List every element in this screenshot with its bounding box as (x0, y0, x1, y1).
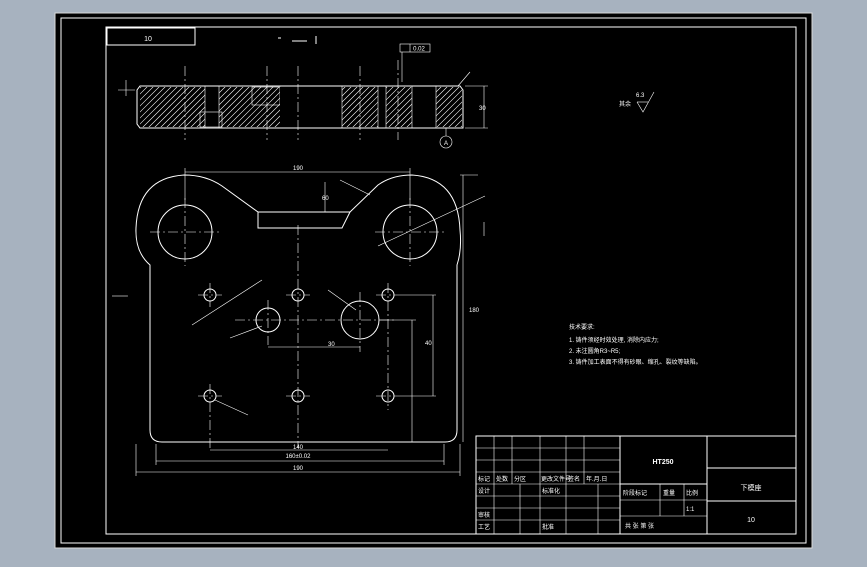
inner-border (105, 26, 797, 535)
hatch-line (340, 87, 382, 127)
flatness-callout: 0.02 (413, 47, 425, 53)
hatch-line (142, 87, 184, 127)
tb-h5: 签名 (568, 475, 580, 483)
section-view: 0.02 30 A (118, 43, 488, 149)
tb-h6: 年.月.日 (586, 475, 607, 483)
dim-bottom: 190 (293, 466, 304, 472)
tb-h4: 更改文件号 (541, 475, 571, 483)
revision-grid (476, 436, 620, 534)
hatch-line (436, 101, 462, 127)
section-mark: A (444, 141, 448, 147)
hatch-line (220, 87, 262, 127)
dim-offset: 30 (328, 342, 335, 348)
hatch-line (214, 87, 256, 127)
dim-height: 180 (469, 308, 480, 314)
technical-requirements: 技术要求: 1. 铸件须经时效处理, 消除内应力; 2. 未注圆角R3~R5; … (569, 323, 702, 366)
tb-review: 审核 (478, 511, 490, 519)
title-block: 标记 处数 分区 更改文件号 签名 年.月.日 设计 标准化 审核 工艺 批准 … (475, 435, 797, 535)
hatch-line (140, 87, 178, 125)
tb-h2: 处数 (496, 475, 508, 483)
sheet-number-box: 10 (106, 27, 196, 46)
hatch-line (140, 87, 154, 101)
tech-req-item-1: 1. 铸件须经时效处理, 消除内应力; (569, 336, 659, 344)
hatch-line (442, 107, 462, 127)
hatch-line (448, 113, 462, 127)
tb-h3: 分区 (514, 475, 526, 483)
plan-view: 190 60 180 40 30 140 160±0.02 190 (112, 166, 486, 476)
hatch-line (140, 87, 148, 95)
tb-process: 工艺 (478, 523, 490, 531)
hatch-line (352, 87, 394, 127)
thickness-dim: 30 (479, 106, 486, 112)
hatch-line (226, 87, 268, 127)
tech-req-item-3: 3. 铸件加工表面不得有砂眼、缩孔、裂纹等缺陷。 (569, 358, 702, 366)
dim-inner: 160±0.02 (286, 454, 312, 460)
tb-designer: 设计 (478, 487, 490, 495)
hatch-line (154, 87, 196, 127)
outer-border (60, 17, 807, 544)
section-marker-top (278, 36, 317, 44)
tb-scale: 1:1 (686, 507, 695, 513)
hatch-line (238, 87, 280, 127)
roughness-label: 其余 (619, 100, 631, 108)
tech-req-item-2: 2. 未注圆角R3~R5; (569, 347, 621, 355)
dim-top: 190 (293, 166, 304, 172)
material-label: HT250 (652, 459, 673, 466)
tb-stage: 阶段标记 (623, 489, 647, 497)
dim-base: 140 (293, 445, 304, 451)
base-outline (135, 174, 462, 443)
tb-sheets: 共 张 第 张 (625, 522, 654, 530)
tech-req-title: 技术要求: (569, 323, 595, 331)
tb-weight: 重量 (663, 489, 675, 497)
roughness-symbol: 其余 6.3 (619, 91, 655, 113)
dim-gap: 40 (425, 341, 432, 347)
tb-scale-label: 比例 (686, 489, 698, 497)
hatch-line (148, 87, 190, 127)
hatch-line (160, 87, 202, 127)
hatch-line (430, 95, 462, 127)
hatch-line (140, 87, 160, 107)
tb-approve: 批准 (542, 523, 554, 531)
sheet-number: 10 (144, 36, 152, 43)
top-slot (257, 211, 351, 229)
drawing-code: 10 (747, 517, 755, 524)
dim-boss: 60 (322, 196, 329, 202)
hatch-line (244, 87, 286, 127)
tb-h1: 标记 (478, 475, 490, 483)
hatch-line (140, 87, 172, 119)
hatch-line (454, 119, 462, 127)
hatch-line (166, 87, 208, 127)
hatch-line (370, 87, 412, 127)
part-name: 下模座 (741, 483, 762, 492)
hatch-line (140, 87, 166, 113)
roughness-value: 6.3 (636, 93, 645, 99)
tb-standardize: 标准化 (542, 487, 560, 495)
